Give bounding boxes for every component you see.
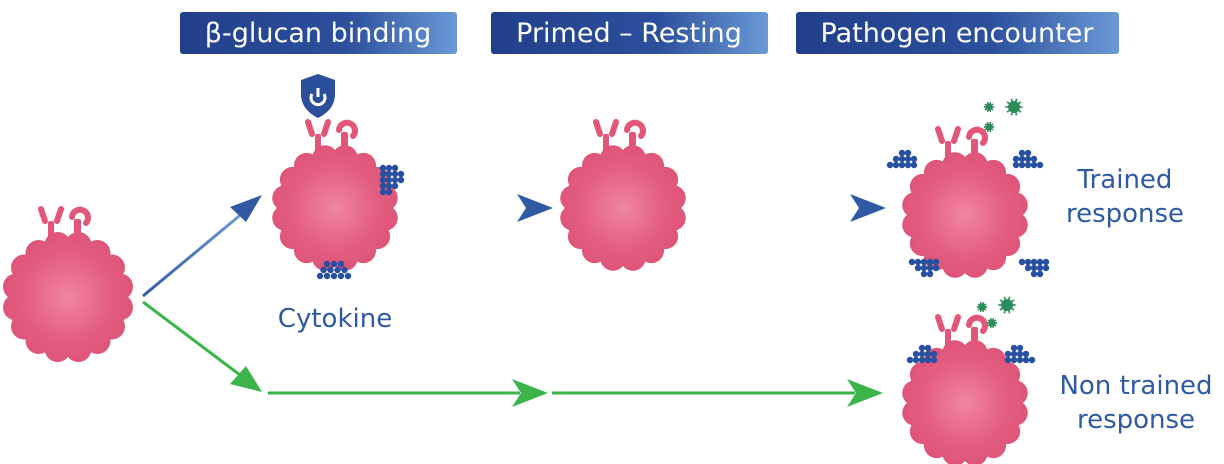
header-pathogen: Pathogen encounter (796, 12, 1119, 54)
header-beta-glucan: β-glucan binding (180, 12, 457, 54)
arrowhead-icon (517, 194, 553, 222)
trained-response-label: Trained response (1066, 165, 1184, 229)
pathogen-virus-icon (983, 101, 995, 113)
cytokine-cluster-icon (908, 258, 940, 278)
receptor-icon (336, 119, 358, 156)
non-trained-response-cell (902, 314, 1028, 464)
non-trained-label-line2: response (1077, 405, 1195, 435)
cytokine-cluster-icon (1012, 149, 1044, 169)
pathogen-virus-icon (983, 121, 995, 133)
header-pathogen-label: Pathogen encounter (821, 18, 1095, 49)
non-trained-label-line1: Non trained (1059, 371, 1212, 401)
immune-cell-icon (560, 145, 686, 271)
blue-pathway-arrows (142, 194, 886, 298)
receptor-icon (593, 119, 619, 156)
receptor-icon (305, 119, 331, 156)
immune-cell-icon (272, 145, 398, 271)
cells-layer (3, 98, 1050, 464)
cytokine-cluster-icon (886, 149, 918, 169)
trained-label-line1: Trained (1077, 165, 1173, 195)
primed-cell (560, 119, 686, 271)
pathogen-virus-icon (1005, 98, 1023, 116)
arrowhead-icon (230, 366, 262, 392)
receptor-icon (624, 119, 646, 156)
cytokine-cluster-icon (1004, 344, 1036, 364)
immune-cell-icon (902, 340, 1028, 464)
cytokine-cluster-icon (316, 260, 352, 280)
trained-label-line2: response (1066, 199, 1184, 229)
receptor-icon (69, 206, 91, 243)
pathogen-virus-icon (998, 296, 1016, 314)
arrowhead-icon (850, 194, 886, 222)
cytokine-cluster-icon (906, 344, 938, 364)
arrowhead-icon (512, 379, 548, 407)
header-primed-label: Primed – Resting (516, 18, 742, 49)
receptor-icon (935, 126, 961, 163)
beta-glucan-shield-icon (301, 74, 335, 118)
header-beta-glucan-label: β-glucan binding (205, 18, 431, 49)
receptor-icon (935, 314, 961, 351)
cytokine-cluster-icon (379, 164, 405, 196)
cytokine-label: Cytokine (278, 304, 392, 334)
receptor-icon (38, 206, 64, 243)
naive-cell (3, 206, 133, 362)
trained-response-cell (902, 126, 1028, 278)
receptor-icon (966, 126, 988, 163)
green-pathway-arrows (142, 300, 883, 407)
immune-cell-icon (3, 232, 133, 362)
receptor-icon (966, 314, 988, 351)
non-trained-response-label: Non trained response (1059, 371, 1212, 435)
pathogen-virus-icon (976, 301, 988, 313)
beta-glucan-cell (272, 119, 398, 271)
pathogen-virus-icon (986, 317, 998, 329)
arrowhead-icon (230, 195, 262, 222)
cytokine-cluster-icon (1018, 258, 1050, 278)
immune-cell-icon (902, 152, 1028, 278)
arrowhead-icon (847, 379, 883, 407)
header-primed: Primed – Resting (491, 12, 768, 54)
